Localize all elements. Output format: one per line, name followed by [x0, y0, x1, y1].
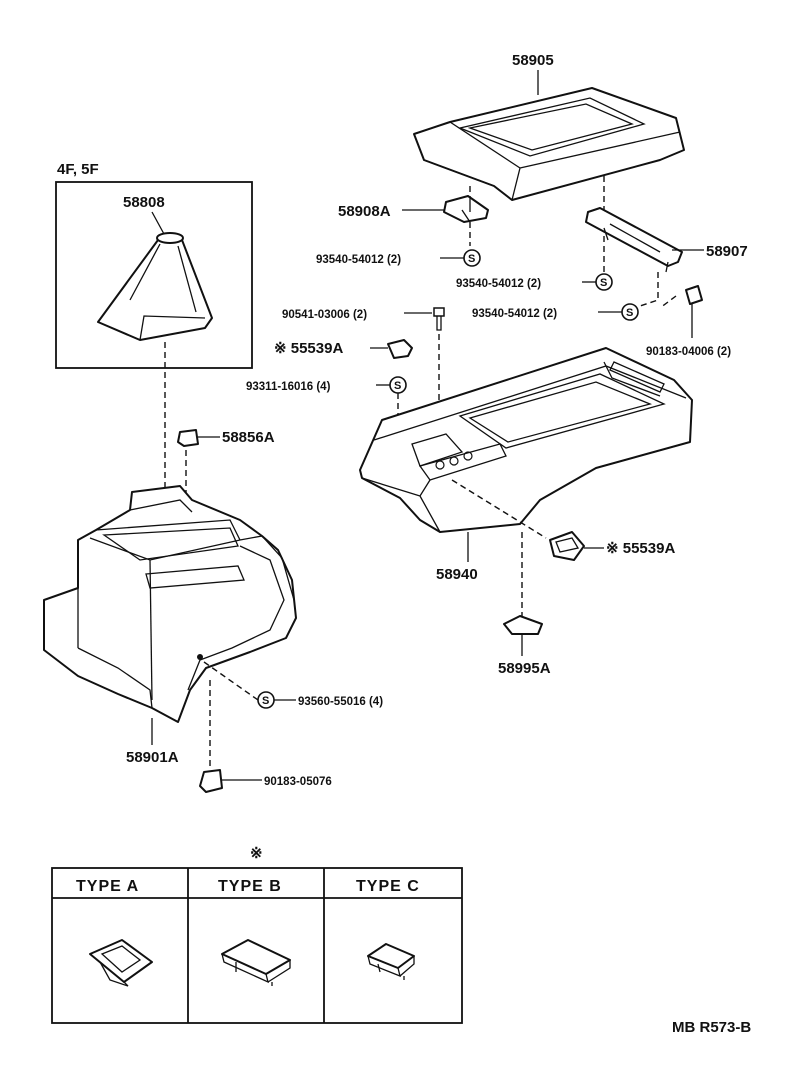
dash-58907-b	[639, 272, 659, 307]
type-table-marker: ※	[250, 845, 263, 862]
svg-text:S: S	[262, 695, 269, 707]
label-93540-c: 93540-54012 (2)	[472, 308, 557, 320]
label-58940: 58940	[436, 566, 478, 583]
screw-93311: S	[376, 376, 407, 394]
reference-code: MB R573-B	[672, 1019, 751, 1036]
hinge-58908A	[443, 195, 489, 223]
console-box-58901A	[43, 485, 297, 723]
label-93540-b: 93540-54012 (2)	[456, 278, 541, 290]
dash-55539A-right	[451, 479, 547, 539]
variant-label: 4F, 5F	[57, 161, 99, 178]
leader-58808	[151, 211, 165, 235]
type-c-header: TYPE C	[356, 878, 420, 895]
svg-text:S: S	[468, 253, 475, 265]
type-b-header: TYPE B	[218, 878, 282, 895]
plate-58907	[585, 207, 683, 273]
clip-90183-04006	[685, 285, 703, 338]
svg-text:S: S	[600, 277, 607, 289]
screw-93560: S	[257, 691, 296, 709]
label-58907: 58907	[706, 243, 748, 260]
screw-93540-b: S	[582, 273, 613, 291]
label-93560: 93560-55016 (4)	[298, 696, 383, 708]
bracket-58995A	[503, 615, 543, 656]
console-lid-58905	[413, 87, 685, 201]
label-58995A: 58995A	[498, 660, 551, 677]
shift-boot	[97, 232, 213, 341]
switch-55539A-right	[549, 531, 604, 561]
label-93311: 93311-16016 (4)	[246, 381, 331, 393]
label-58908A: 58908A	[338, 203, 391, 220]
bolt-90541	[404, 307, 445, 331]
label-55539A-right: ※ 55539A	[606, 540, 675, 557]
shift-boot-inset: 4F, 5F 58808	[55, 161, 253, 369]
screw-93540-c: S	[598, 303, 639, 321]
dash-93560	[203, 661, 259, 701]
label-58905: 58905	[512, 52, 554, 69]
clip-90183-05076	[199, 769, 262, 793]
type-b-switch-drawing	[221, 939, 291, 986]
clip-58856A: 58856A	[177, 429, 275, 447]
label-58808: 58808	[123, 194, 165, 211]
svg-text:S: S	[626, 307, 633, 319]
svg-text:S: S	[394, 380, 401, 392]
label-90183-04006: 90183-04006 (2)	[646, 346, 731, 358]
type-a-header: TYPE A	[76, 878, 139, 895]
label-90183-05076: 90183-05076	[264, 776, 332, 788]
label-90541: 90541-03006 (2)	[282, 309, 367, 321]
label-58901A: 58901A	[126, 749, 179, 766]
type-table: ※ TYPE A TYPE B TYPE C	[51, 845, 463, 1024]
label-55539A-top: ※ 55539A	[274, 340, 343, 357]
switch-55539A-top	[387, 339, 413, 359]
dash-90183-04006	[659, 295, 677, 309]
type-a-switch-drawing	[89, 939, 153, 987]
screw-93540-a: S	[440, 249, 481, 267]
console-58940	[359, 347, 693, 533]
type-c-switch-drawing	[367, 943, 415, 980]
label-58856A: 58856A	[222, 429, 275, 446]
label-93540-a: 93540-54012 (2)	[316, 254, 401, 266]
inset-frame	[55, 181, 253, 369]
